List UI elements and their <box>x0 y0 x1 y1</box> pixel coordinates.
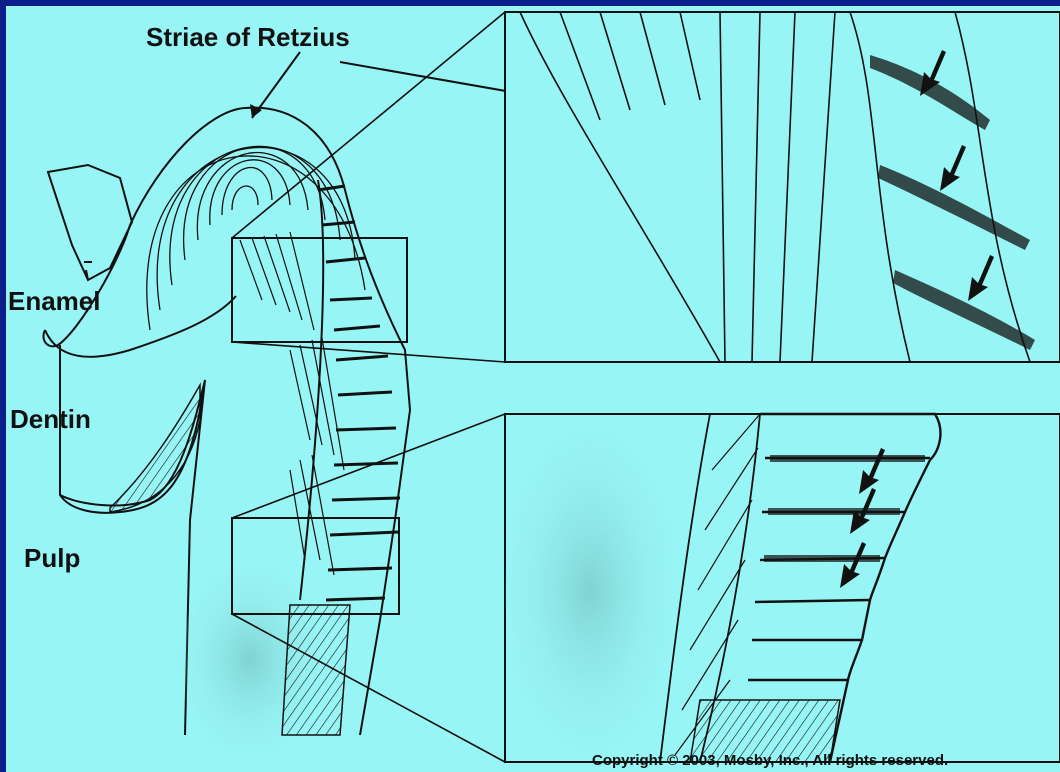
striae-label: Striae of Retzius <box>146 22 350 53</box>
enamel-label: Enamel <box>8 286 101 317</box>
pulp-horn-hatch <box>110 385 200 512</box>
dentin-label: Dentin <box>10 404 91 435</box>
dej-line <box>300 180 323 600</box>
pulp-label: Pulp <box>24 543 80 574</box>
root-hatch <box>282 605 350 735</box>
dentin-tubules <box>240 232 344 575</box>
lower-magnified-panel <box>505 414 1060 762</box>
enamel-border-bands <box>318 186 400 600</box>
copyright-text: Copyright © 2003, Mosby, Inc., All right… <box>592 752 948 769</box>
upper-magnified-panel <box>505 12 1060 362</box>
